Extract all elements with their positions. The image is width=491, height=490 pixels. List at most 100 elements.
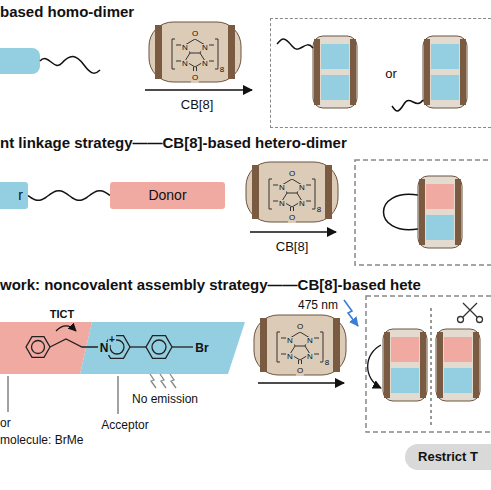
mechanism-box: Restrict T [405, 444, 491, 470]
excitation-bolt [344, 300, 358, 326]
box-text: r [18, 188, 23, 203]
label-holder: O [288, 162, 296, 180]
label-holder: N [298, 176, 306, 194]
section-heading: nt linkage strategy——CB[8]-based hetero-… [0, 135, 347, 152]
product-frame [366, 296, 491, 432]
label-holder: N [306, 329, 314, 347]
atom-label: N [201, 44, 209, 53]
cb8-glyph [149, 22, 241, 82]
box-text: Restrict T [418, 450, 478, 464]
label-holder: O [288, 206, 296, 224]
atom-label: O [288, 214, 296, 223]
atom-label: O [191, 74, 199, 83]
label-holder: work: noncovalent assembly strategy——CB[… [0, 276, 421, 294]
atom-label: N [298, 184, 306, 193]
label-holder: N [306, 345, 314, 363]
atom-label: N [286, 337, 294, 346]
repeat-count: 8 [219, 66, 225, 75]
label-holder: N [278, 192, 286, 210]
cut-line [430, 308, 431, 425]
label-holder: O [191, 66, 199, 84]
reagent-label: CB[8] [181, 98, 214, 112]
atom-label: O [296, 323, 304, 332]
atom-label: N [181, 44, 189, 53]
atom-label: N [286, 353, 294, 362]
atom-label: N [201, 60, 209, 69]
reaction-arrow [250, 231, 336, 233]
rotation-arrow [368, 345, 381, 388]
section-heading: based homo-dimer [0, 4, 134, 21]
label-holder: based homo-dimer [0, 3, 134, 21]
donor-box: Donor [110, 182, 225, 209]
label-holder: 8 [316, 198, 322, 216]
charge-label: + [108, 334, 116, 345]
label-holder: N [201, 52, 209, 70]
result-frame: or [270, 18, 491, 128]
host-guest-complex [436, 329, 480, 401]
rotation-arrow [56, 326, 76, 331]
label-holder: N [181, 36, 189, 54]
atom-label: Br [194, 342, 209, 355]
note-label: No emission [132, 393, 198, 406]
atom-label: O [288, 170, 296, 179]
reaction-arrow [258, 382, 344, 384]
label-holder: N [201, 36, 209, 54]
label-holder: 8 [324, 351, 330, 369]
cb8-glyph [254, 315, 346, 375]
atom-label: N [306, 353, 314, 362]
cb8-glyph [246, 162, 338, 222]
acceptor-box: r [0, 182, 28, 209]
atom-label: N [181, 60, 189, 69]
atom-label: O [296, 367, 304, 376]
section-heading: work: noncovalent assembly strategy——CB[… [0, 277, 421, 294]
label-holder: No emission [132, 389, 198, 407]
linker-tail [392, 100, 423, 111]
linker-chain [28, 191, 110, 201]
label-holder: TICT [50, 304, 74, 322]
label-holder: 475 nm [298, 295, 338, 313]
emission-bolt [150, 374, 176, 388]
molecule-name: molecule: BrMe [0, 434, 83, 447]
repeat-count: 8 [324, 359, 330, 368]
label-holder: O [191, 22, 199, 40]
box-text: or [385, 66, 397, 81]
label-holder: Acceptor [101, 415, 148, 433]
label-holder: CB[8] [276, 237, 309, 255]
label-holder: or [0, 413, 11, 431]
reagent-label: CB[8] [276, 240, 309, 254]
label-holder: N [181, 52, 189, 70]
atom-label: N [278, 200, 286, 209]
host-guest-complex [383, 329, 427, 401]
label-holder: nt linkage strategy——CB[8]-based hetero-… [0, 134, 347, 152]
label-holder: O [296, 315, 304, 333]
product-frame [355, 160, 491, 265]
atom-label: N [278, 184, 286, 193]
box-text: Donor [148, 188, 186, 203]
label-holder: Br [194, 338, 209, 356]
label-holder: CB[8] [181, 95, 214, 113]
label-holder: 8 [219, 58, 225, 76]
host-guest-complex [418, 176, 462, 248]
atom-label: N [306, 337, 314, 346]
linker-tail [277, 39, 313, 49]
reaction-arrow [145, 89, 252, 91]
label-holder: + [108, 329, 116, 347]
scissors-icon [458, 303, 483, 323]
guest-blob [0, 48, 40, 74]
process-label: TICT [50, 308, 74, 320]
label-holder: molecule: BrMe [0, 430, 83, 448]
label-holder: N [286, 345, 294, 363]
host-guest-complex [313, 36, 357, 108]
leader-line [8, 376, 118, 414]
text-holder: or [385, 64, 397, 82]
atom-label: N [298, 200, 306, 209]
part-label: Acceptor [101, 419, 148, 432]
wavelength-label: 475 nm [298, 299, 338, 312]
part-label: or [0, 417, 11, 430]
repeat-count: 8 [316, 206, 322, 215]
host-guest-complex [423, 36, 467, 108]
